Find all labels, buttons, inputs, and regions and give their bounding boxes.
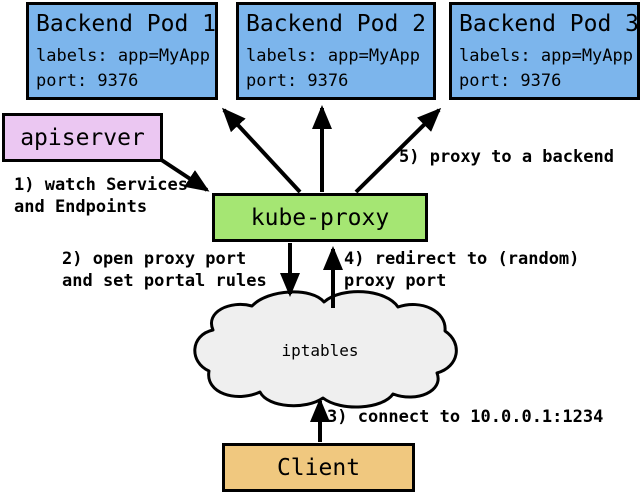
backend-pod-2-title: Backend Pod 2 (246, 11, 427, 37)
iptables-cloud (193, 290, 458, 409)
step-4-line-1: 4) redirect to (random) (344, 249, 580, 269)
backend-pod-1-box: Backend Pod 1 labels: app=MyApp port: 93… (26, 2, 218, 100)
step-2-line-2: and set portal rules (62, 271, 267, 291)
step-4-label: 4) redirect to (random) proxy port (344, 248, 579, 292)
step-2-line-1: 2) open proxy port (62, 249, 247, 269)
step-5-label: 5) proxy to a backend (399, 146, 614, 168)
step-5-line-1: 5) proxy to a backend (399, 147, 614, 167)
backend-pod-3-labels: labels: app=MyApp (459, 46, 633, 66)
client-label: Client (276, 454, 361, 481)
backend-pod-1-labels: labels: app=MyApp (36, 46, 210, 66)
backend-pod-2-box: Backend Pod 2 labels: app=MyApp port: 93… (236, 2, 436, 100)
step-2-label: 2) open proxy port and set portal rules (62, 248, 267, 292)
backend-pod-1-title: Backend Pod 1 (36, 11, 217, 37)
step-1-label: 1) watch Services and Endpoints (14, 174, 188, 218)
backend-pod-3-title: Backend Pod 3 (459, 11, 640, 37)
step-1-line-1: 1) watch Services (14, 175, 188, 195)
kube-proxy-box: kube-proxy (212, 193, 428, 242)
client-box: Client (222, 443, 415, 492)
kube-proxy-label: kube-proxy (250, 204, 390, 231)
step-3-line-1: 3) connect to 10.0.0.1:1234 (327, 407, 604, 427)
arrow-proxy-to-pod1 (221, 107, 302, 194)
apiserver-label: apiserver (20, 124, 145, 151)
backend-pod-2-port: port: 9376 (246, 71, 349, 91)
backend-pod-3-box: Backend Pod 3 labels: app=MyApp port: 93… (449, 2, 640, 100)
arrow-proxy-to-pod3 (354, 107, 442, 194)
arrow-watch-services (158, 157, 210, 192)
iptables-label: iptables (281, 341, 359, 360)
backend-pod-1-port: port: 9376 (36, 71, 139, 91)
step-4-line-2: proxy port (344, 271, 447, 291)
backend-pod-2-labels: labels: app=MyApp (246, 46, 420, 66)
backend-pod-3-port: port: 9376 (459, 71, 562, 91)
step-1-line-2: and Endpoints (14, 197, 148, 217)
apiserver-box: apiserver (2, 113, 163, 162)
step-3-label: 3) connect to 10.0.0.1:1234 (327, 406, 603, 428)
